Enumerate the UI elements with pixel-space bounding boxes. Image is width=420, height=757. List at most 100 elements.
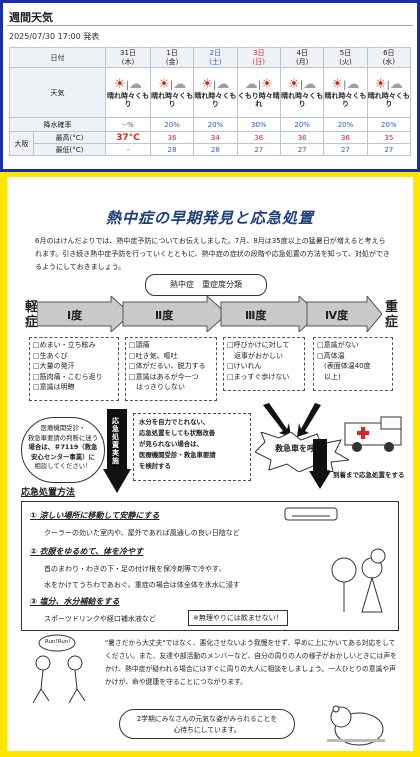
weather-cell: ☀|☁晴れ時々くもり <box>366 67 412 118</box>
high-cell: 35 <box>366 131 412 144</box>
sun-icon: ☀ <box>288 77 300 92</box>
level-1: Ⅰ度 <box>67 309 83 322</box>
newsletter-page: 熱中症の早期発見と応急処置 6月のはけんだよりでは、熱中症予防についてお伝えしま… <box>7 177 413 751</box>
weekly-forecast-frame: 週間天気 2025/07/30 17:00 発表 日付 31日(木) 1日(金)… <box>0 0 420 172</box>
row-date-header: 日付 <box>9 47 106 68</box>
date-cell: 4日(月) <box>280 47 325 68</box>
cloud-icon: ☁ <box>244 77 258 92</box>
sun-icon: ☀ <box>374 77 387 92</box>
row-precip-header: 降水確率 <box>9 117 106 132</box>
low-cell: 28 <box>149 143 195 156</box>
high-cell: 36 <box>323 131 368 144</box>
bear-illustration <box>327 705 385 746</box>
high-cell: 36 <box>149 131 195 144</box>
closing-wish: 2学期にみなさんの元気な姿がみられることを心待ちにしています。 <box>119 709 295 739</box>
cloud-icon: ☁ <box>389 77 403 92</box>
intro-paragraph: 6月のはけんだよりでは、熱中症予防についてお伝えしました。7月、8月は35度以上… <box>35 237 391 271</box>
air-conditioner-icon <box>284 507 338 521</box>
bubble-text: Run!Run! <box>45 639 71 645</box>
step-3-note: ※無理やりには飲ませない！ <box>188 610 288 626</box>
date-cell: 2日(土) <box>193 47 238 68</box>
precip-cell: 30% <box>236 117 282 132</box>
row-high-header: 最高(°C) <box>33 131 106 144</box>
low-cell: 28 <box>193 143 238 156</box>
emergency-arrow <box>103 409 131 493</box>
weekly-forecast-panel: 週間天気 2025/07/30 17:00 発表 日付 31日(木) 1日(金)… <box>3 3 417 169</box>
weekly-title: 週間天気 <box>9 11 53 24</box>
step-2: ② 衣服をゆるめて、体を冷やす <box>30 547 144 556</box>
step-3-text: スポーツドリンクや経口補水液など <box>44 615 156 623</box>
precip-cell: 20% <box>149 117 195 132</box>
level-3: Ⅲ度 <box>245 309 267 322</box>
doc-title: 熱中症の早期発見と応急処置 <box>105 209 314 227</box>
cloud-icon: ☁ <box>346 77 360 92</box>
weather-cell: ☀|☁晴れ時々くもり <box>105 67 151 118</box>
sun-icon: ☀ <box>261 77 273 92</box>
level-3-symptoms: □呼びかけに対して 返事がおかしい□けいれん□まっすぐ歩けない <box>223 337 305 391</box>
heavy-label: 重症 <box>385 300 399 330</box>
step-1-text: クーラーの効いた室内や、屋外であれば風通しの良い日陰など <box>44 529 240 537</box>
closing-paragraph: "暑さだから大丈夫"ではなく、悪化させないよう我慢をせず、早めに上にかいてある対… <box>105 639 397 686</box>
low-cell: 27 <box>323 143 368 156</box>
date-cell: 31日(木) <box>105 47 151 68</box>
precip-cell: 20% <box>323 117 368 132</box>
sun-icon: ☀ <box>158 77 170 92</box>
sun-icon: ☀ <box>113 77 126 92</box>
row-low-header: 最低(°C) <box>33 143 106 156</box>
emergency-arrow-label: 応急処置実施 <box>112 417 119 465</box>
title-rule <box>7 25 413 26</box>
sun-icon: ☀ <box>201 77 214 92</box>
first-aid-box: ① 涼しい場所に移動して安静にする クーラーの効いた室内や、屋外であれば風通しの… <box>21 501 399 631</box>
low-cell: 27 <box>236 143 282 156</box>
date-cell: 1日(金) <box>149 47 195 68</box>
consult-bubble: 医療機関受診・救急車要請の判断に迷う場合は、＃7119（救急安心センター事業）に… <box>21 417 105 483</box>
weather-cell: ☀|☁晴れ時々くもり <box>193 67 238 118</box>
step-2-text-1: 首のまわり・わきの下・足の付け根を保冷剤等で冷やす、 <box>44 565 226 573</box>
date-cell: 6日(水) <box>366 47 412 68</box>
weather-cell: ☀|☁晴れ時々くもり <box>323 67 368 118</box>
level-1-symptoms: □めまい・立ち眩み□生あくび□大量の発汗□筋肉痛・こむら返り□意識は明瞭 <box>29 337 119 401</box>
precip-cell: 20% <box>366 117 412 132</box>
precip-cell: --% <box>105 117 151 132</box>
running-kids-illustration <box>32 634 86 704</box>
region-label: 大阪 <box>9 131 34 156</box>
call-ambulance: 救急車を呼ぶ！ <box>275 444 331 453</box>
level-2-symptoms: □頭痛□吐き気、嘔吐□体がだるい、脱力する□意識はあるが今一つ はっきりしない <box>125 337 217 401</box>
no-improve-note: 水分を自力でとれない、応急処置をしても状態改善が見られない場合は、医療機関受診・… <box>133 413 251 481</box>
low-cell: - <box>105 143 151 156</box>
high-cell: 36 <box>236 131 282 144</box>
cloud-icon: ☁ <box>216 77 230 92</box>
level-2: Ⅱ度 <box>155 309 174 322</box>
cloud-icon: ☁ <box>128 77 142 92</box>
forecast-table: 日付 31日(木) 1日(金) 2日(土) 3日(日) 4日(月) 5日(火) … <box>9 47 412 156</box>
newsletter-frame: 熱中症の早期発見と応急処置 6月のはけんだよりでは、熱中症予防についてお伝えしま… <box>0 172 420 757</box>
step-3: ③ 塩分、水分補給をする <box>30 597 120 606</box>
date-cell: 5日(火) <box>323 47 368 68</box>
first-aid-title: 応急処置方法 <box>21 488 76 498</box>
precip-cell: 20% <box>280 117 325 132</box>
high-cell: 34 <box>193 131 238 144</box>
step-2-text-2: 水をかけてうちわであおぐ、重症の場合は体全体を氷水に浸す <box>44 581 240 589</box>
weather-cell: ☀|☁晴れ時々くもり <box>280 67 325 118</box>
severity-title: 熱中症 重症度分類 <box>145 274 267 296</box>
high-cell: 37°C <box>105 131 151 144</box>
severity-arrows <box>37 296 382 332</box>
level-4-symptoms: □意識がない□高体温 (表面体温40度 以上) <box>313 337 393 391</box>
ambulance-icon <box>344 416 402 452</box>
light-label: 軽症 <box>25 300 39 330</box>
arrival-arrow <box>309 439 331 489</box>
ambulance-arrows <box>263 403 321 437</box>
date-cell: 3日(日) <box>236 47 282 68</box>
row-weather-header: 天気 <box>9 67 106 118</box>
high-cell: 36 <box>280 131 325 144</box>
cloud-icon: ☁ <box>303 77 317 92</box>
step-1: ① 涼しい場所に移動して安静にする <box>30 511 160 520</box>
weather-cell: ☀|☁晴れ時々くもり <box>149 67 195 118</box>
person-fan-illustration <box>331 548 386 613</box>
until-arrival: 到着まで応急処置をする <box>333 471 405 479</box>
precip-cell: 20% <box>193 117 238 132</box>
issued-time: 2025/07/30 17:00 発表 <box>9 32 100 41</box>
level-4: Ⅳ度 <box>325 309 349 322</box>
low-cell: 27 <box>366 143 412 156</box>
cloud-icon: ☁ <box>173 77 187 92</box>
